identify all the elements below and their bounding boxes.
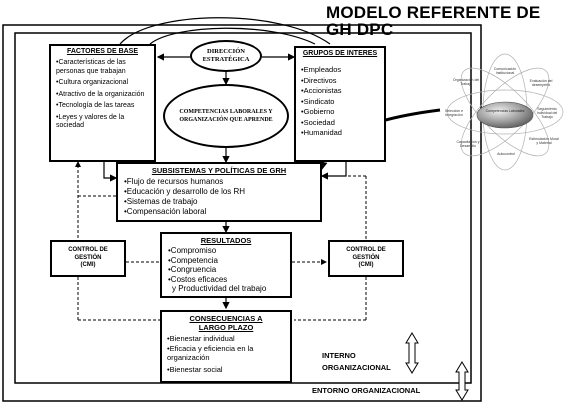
factores-item: •Características de las personas que tra…	[56, 59, 126, 75]
resultados-item: •Compromiso	[168, 246, 217, 255]
control-left-line3: (CMI)	[80, 262, 96, 268]
competency-node: Autocontrol	[497, 152, 515, 156]
competency-center-ellipse	[476, 101, 534, 129]
interno-updown-arrow	[405, 332, 419, 374]
direccion-estrategica-ellipse: DIRECCIÓN ESTRATÉGICA	[190, 40, 262, 72]
control-right-line3: (CMI)	[358, 262, 374, 268]
subsistemas-item: •Compensación laboral	[124, 207, 207, 216]
competency-node: Estimulación Moral y Material	[529, 137, 559, 145]
grupos-de-interes-box: GRUPOS DE INTERES •Empleados •Directivos…	[294, 46, 386, 162]
subsistemas-box: SUBSISTEMAS Y POLÍTICAS DE GRH •Flujo de…	[116, 162, 322, 222]
interno-frame	[14, 32, 472, 384]
competency-center-label: Competencias Laborales	[485, 109, 525, 113]
control-de-gestion-left: CONTROL DE GESTIÓN (CMI)	[50, 240, 126, 277]
grupos-item: •Sociedad	[301, 117, 335, 127]
factores-item: •Atractivo de la organización	[56, 90, 145, 98]
entorno-frame	[2, 24, 482, 402]
grupos-item: •Gobierno	[301, 107, 335, 116]
arc-outer	[119, 17, 331, 45]
resultados-item: •Competencia	[168, 255, 218, 265]
resultados-box: RESULTADOS •Compromiso •Competencia •Con…	[160, 232, 292, 298]
competency-node: Selección e Integración	[444, 109, 464, 117]
resultados-item: •Congruencia	[168, 265, 217, 275]
competencias-label: COMPETENCIAS LABORALES Y ORGANIZACIÓN QU…	[179, 109, 273, 123]
consecuencias-box: CONSECUENCIAS A LARGO PLAZO •Bienestar i…	[160, 310, 292, 383]
interno-label-line1: INTERNO	[322, 351, 356, 360]
factores-heading: FACTORES DE BASE	[66, 48, 139, 55]
competency-node: Evaluación del desempeño	[529, 79, 553, 87]
control-right-line2: GESTIÓN	[352, 254, 380, 261]
control-left-line2: GESTIÓN	[74, 254, 102, 261]
arc-inner	[149, 27, 316, 45]
competency-node: Seguimiento Individual del Trabajo	[536, 107, 558, 119]
resultados-item: y Productividad del trabajo	[172, 284, 267, 294]
direccion-label: DIRECCIÓN ESTRATÉGICA	[202, 48, 250, 63]
grupos-heading: GRUPOS DE INTERES	[302, 50, 378, 57]
control-right-line1: CONTROL DE	[346, 247, 386, 253]
grupos-item: •Humanidad	[301, 128, 342, 137]
consecuencias-heading: CONSECUENCIAS A LARGO PLAZO	[189, 314, 263, 332]
grupos-item: •Sindicato	[301, 96, 335, 106]
subsistemas-heading: SUBSISTEMAS Y POLÍTICAS DE GRH	[151, 166, 287, 175]
consecuencias-item: •Bienestar social	[167, 364, 223, 374]
factores-item: •Cultura organizacional	[56, 79, 129, 86]
factores-de-base-box: FACTORES DE BASE •Características de las…	[49, 44, 156, 162]
resultados-heading: RESULTADOS	[200, 236, 252, 245]
factores-item: •Leyes y valores de la sociedad	[56, 113, 125, 130]
subsistemas-item: •Flujo de recursos humanos	[124, 177, 224, 186]
control-de-gestion-right: CONTROL DE GESTIÓN (CMI)	[328, 240, 404, 277]
title-line-1: MODELO REFERENTE DE	[326, 3, 541, 22]
grupos-item: •Directivos	[301, 75, 337, 85]
consecuencias-item: •Bienestar individual	[167, 334, 235, 343]
factores-item: •Tecnología de las tareas	[56, 102, 135, 109]
competency-node: Capacitación y Desarrollo	[456, 140, 480, 148]
entorno-updown-arrow	[455, 361, 469, 401]
competency-node: Comunicación Institucional	[493, 67, 517, 75]
subsistemas-item: •Educación y desarrollo de los RH	[124, 187, 246, 196]
competency-node: Organización del Trabajo	[452, 78, 480, 86]
competencias-ellipse: COMPETENCIAS LABORALES Y ORGANIZACIÓN QU…	[163, 84, 289, 148]
entorno-label: ENTORNO ORGANIZACIONAL	[312, 386, 421, 395]
subsistemas-item: •Sistemas de trabajo	[124, 197, 198, 206]
control-left-line1: CONTROL DE	[68, 247, 108, 253]
consecuencias-item: •Eficacia y eficiencia en la organizació…	[167, 343, 254, 363]
interno-label-line2: ORGANIZACIONAL	[322, 363, 391, 372]
resultados-item: •Costos eficaces	[168, 274, 228, 284]
grupos-item: •Empleados	[301, 65, 342, 74]
grupos-item: •Accionistas	[301, 86, 342, 95]
